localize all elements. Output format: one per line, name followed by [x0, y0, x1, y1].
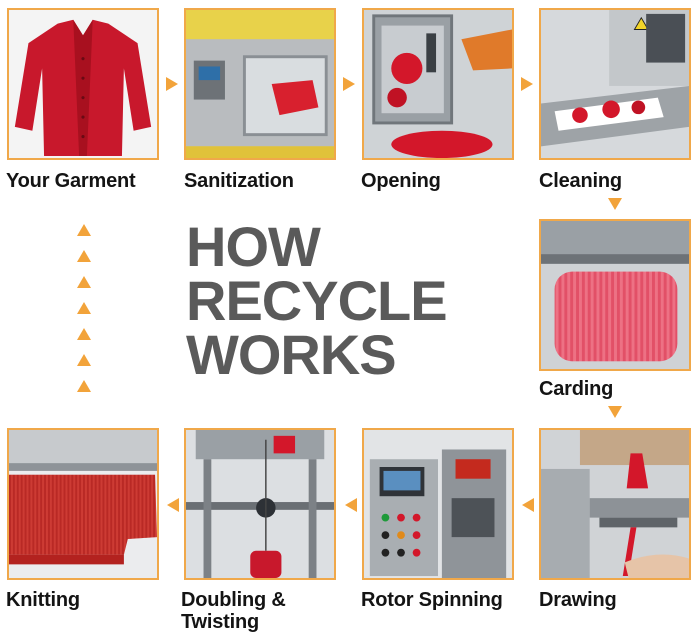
step-image-sanitization — [184, 8, 336, 160]
arrow-up-icon — [77, 380, 91, 392]
arrow-up-icon — [77, 224, 91, 236]
headline-line-1: HOW — [186, 215, 321, 278]
step-image-knitting — [7, 428, 159, 580]
arrow-down-icon — [608, 406, 622, 418]
headline: HOW RECYCLE WORKS — [186, 215, 486, 386]
arrow-left-icon — [167, 498, 179, 512]
arrow-up-icon — [77, 250, 91, 262]
arrow-up-icon — [77, 302, 91, 314]
arrow-left-icon — [345, 498, 357, 512]
arrow-down-icon — [608, 198, 622, 210]
step-label-drawing: Drawing — [539, 589, 617, 611]
arrow-up-icon — [77, 354, 91, 366]
step-label-carding: Carding — [539, 378, 614, 400]
arrow-right-icon — [343, 77, 355, 91]
headline-line-3: WORKS — [186, 323, 397, 386]
step-image-opening — [362, 8, 514, 160]
step-image-your-garment — [7, 8, 159, 160]
step-image-carding — [539, 219, 691, 371]
step-label-doubling-twisting: Doubling & Twisting — [181, 589, 286, 633]
step-image-drawing — [539, 428, 691, 580]
step-label-sanitization: Sanitization — [184, 170, 294, 192]
step-label-opening: Opening — [361, 170, 441, 192]
step-label-cleaning: Cleaning — [539, 170, 622, 192]
arrow-up-icon — [77, 328, 91, 340]
step-image-doubling-twisting — [184, 428, 336, 580]
arrow-up-icon — [77, 276, 91, 288]
step-label-rotor-spinning: Rotor Spinning — [361, 589, 503, 611]
arrow-right-icon — [521, 77, 533, 91]
step-label-knitting: Knitting — [6, 589, 80, 611]
step-image-rotor-spinning — [362, 428, 514, 580]
arrow-right-icon — [166, 77, 178, 91]
headline-line-2: RECYCLE — [186, 269, 448, 332]
arrow-left-icon — [522, 498, 534, 512]
step-image-cleaning — [539, 8, 691, 160]
step-label-your-garment: Your Garment — [6, 170, 136, 192]
